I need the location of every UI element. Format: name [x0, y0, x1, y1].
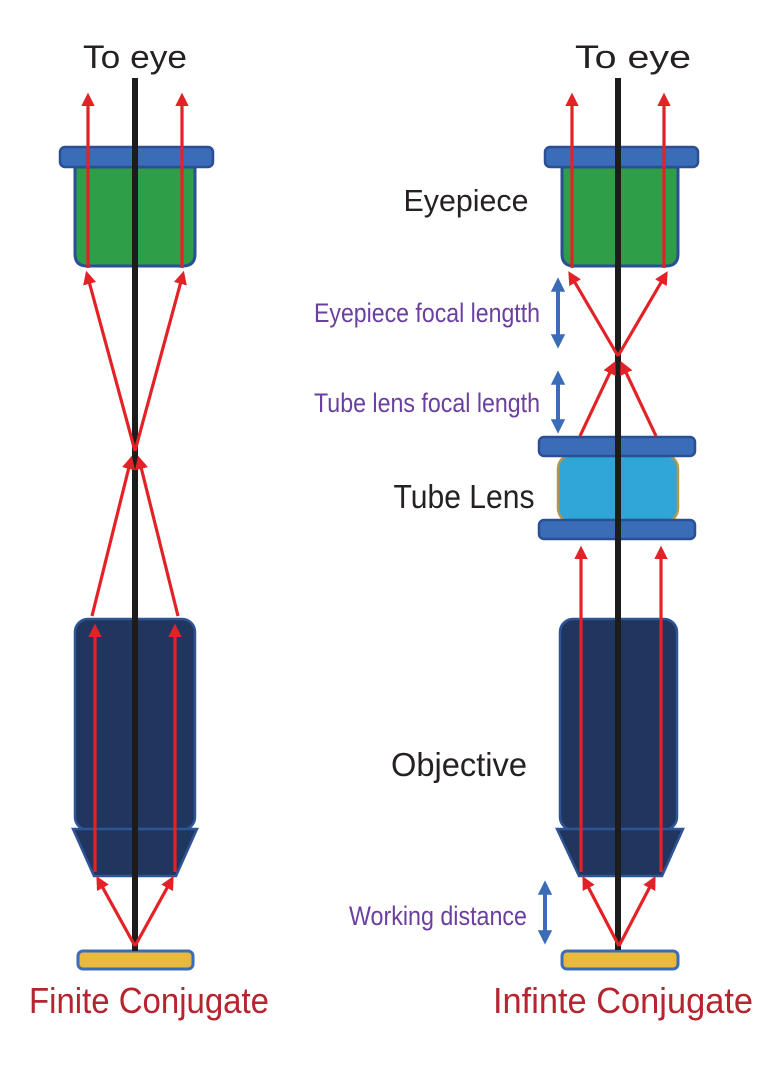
to-eye-label: To eye: [575, 39, 691, 75]
ray-slide-to-objective-right: [133, 876, 174, 947]
finite-conjugate-diagram: To eye Finite Conjugate: [29, 39, 269, 1021]
finite-conjugate-caption: Finite Conjugate: [29, 980, 269, 1021]
ray-cross-to-eyepiece-left: [568, 271, 620, 357]
infinite-conjugate-diagram: To eye Eyepiece Eyepiece focal lengtth T…: [314, 39, 753, 1021]
objective-label: Objective: [391, 746, 527, 783]
eyepiece-focal-length-label: Eyepiece focal lengtth: [314, 298, 540, 328]
ray-tubelens-to-cross-right: [620, 360, 658, 437]
specimen-slide: [560, 949, 680, 971]
ray-objective-to-cross-left: [90, 455, 136, 617]
tube-lens-focal-length-label: Tube lens focal length: [314, 388, 540, 418]
ray-tubelens-to-cross-left: [578, 360, 616, 437]
working-distance-label: Working distance: [349, 901, 527, 931]
ray-objective-to-cross-right: [134, 455, 180, 617]
specimen-slide: [76, 949, 195, 971]
tube-lens-label: Tube Lens: [394, 478, 535, 515]
ray-cross-to-eyepiece-right: [133, 270, 187, 452]
ray-slide-to-objective-right: [617, 876, 656, 947]
eyepiece-label: Eyepiece: [404, 183, 529, 218]
ray-cross-to-eyepiece-left: [83, 270, 137, 452]
to-eye-label: To eye: [83, 39, 187, 75]
ray-slide-to-objective-left: [96, 876, 137, 947]
ray-cross-to-eyepiece-right: [616, 271, 668, 357]
eyepiece-cap: [543, 145, 700, 169]
infinite-conjugate-caption: Infinte Conjugate: [493, 980, 753, 1021]
ray-slide-to-objective-left: [582, 876, 621, 947]
